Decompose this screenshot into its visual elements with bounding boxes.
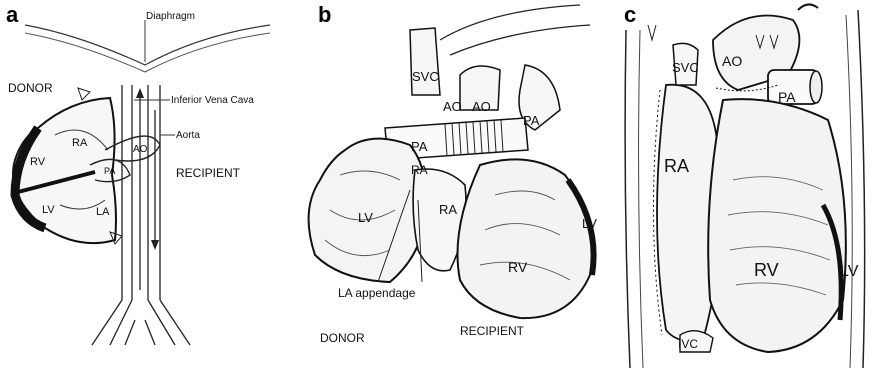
label-lv: LV (840, 263, 859, 280)
panel-letter-b: b (318, 2, 331, 28)
label-ra-recipient: RA (439, 202, 457, 217)
panel-c-drawing: SVC AO PA RA RV LV IVC (618, 0, 881, 368)
label-svc: SVC (672, 60, 699, 75)
panel-a: Diaphragm DONOR Inferior Vena Cava Aorta… (0, 0, 300, 368)
heart-outline (708, 99, 846, 352)
bifurcation (92, 300, 190, 345)
panel-letter-a: a (6, 2, 18, 28)
label-pa: PA (104, 166, 115, 176)
label-ivc: IVC (678, 337, 698, 351)
panel-a-drawing: Diaphragm DONOR Inferior Vena Cava Aorta… (0, 0, 300, 368)
label-rv: RV (508, 259, 528, 275)
chest-wall-right (858, 10, 865, 368)
panel-c: SVC AO PA RA RV LV IVC c (618, 0, 881, 368)
diaphragm-line (25, 25, 270, 65)
label-ivc: Inferior Vena Cava (171, 95, 254, 106)
label-pa-recipient: PA (523, 113, 540, 128)
panel-b-drawing: SVC AO AO PA PA RA LV RA LV RV LA append… (300, 0, 618, 368)
label-ao: AO (133, 144, 148, 155)
label-aorta: Aorta (176, 130, 200, 141)
label-pa: PA (778, 89, 796, 105)
panel-letter-c: c (624, 2, 636, 28)
flow-arrow (151, 240, 159, 250)
diaphragm-line (25, 33, 270, 72)
pa-opening (810, 71, 822, 103)
label-ra: RA (72, 137, 88, 149)
label-rv: RV (754, 260, 779, 280)
label-donor: DONOR (320, 331, 365, 345)
flow-arrow (136, 88, 144, 98)
label-ra-small: RA (411, 163, 428, 177)
panel-b: SVC AO AO PA PA RA LV RA LV RV LA append… (300, 0, 618, 368)
chest-wall-left (639, 30, 643, 368)
label-pa-donor: PA (411, 139, 428, 154)
chest-wall-right (846, 15, 852, 368)
vessel-stub-icon (78, 88, 90, 100)
label-la-appendage: LA appendage (338, 286, 416, 300)
label-lv: LV (42, 204, 55, 216)
label-diaphragm: Diaphragm (146, 11, 195, 22)
label-lv-donor: LV (358, 210, 373, 225)
label-ao-recipient: AO (472, 99, 491, 114)
label-donor: DONOR (8, 81, 53, 95)
svc-vessel (410, 28, 440, 95)
label-la: LA (96, 206, 110, 218)
label-rv: RV (30, 156, 46, 168)
aortic-arch (440, 5, 590, 55)
label-ao-donor: AO (443, 99, 462, 114)
label-svc: SVC (412, 69, 439, 84)
chest-wall-left (625, 30, 630, 368)
label-lv-recipient: LV (582, 216, 597, 231)
label-ra: RA (664, 156, 689, 176)
label-recipient: RECIPIENT (176, 166, 241, 180)
aortic-arch-tip (798, 4, 818, 10)
label-recipient: RECIPIENT (460, 324, 525, 338)
label-ao: AO (722, 53, 742, 69)
